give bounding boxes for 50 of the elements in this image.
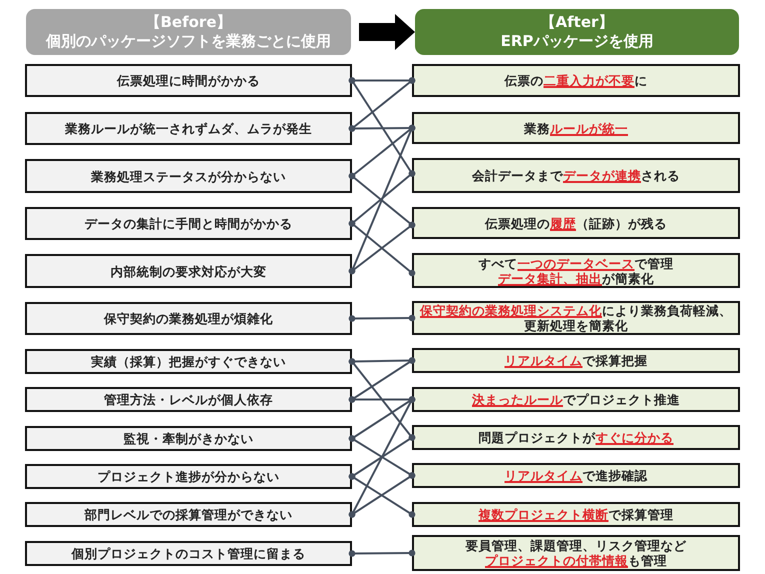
solution-text: 複数プロジェクト横断で採算管理 bbox=[478, 507, 674, 522]
problem-box bbox=[25, 112, 352, 145]
solution-box bbox=[412, 253, 740, 288]
problem-text: 監視・牽制がきかない bbox=[124, 431, 254, 446]
solution-box bbox=[412, 158, 740, 193]
problem-text: プロジェクト進捗が分からない bbox=[98, 469, 280, 484]
solution-box bbox=[412, 387, 740, 412]
solution-box bbox=[412, 207, 740, 239]
banner-subtitle: 個別のパッケージソフトを業務ごとに使用 bbox=[46, 32, 331, 51]
connector-line bbox=[348, 550, 416, 557]
problem-text: 業務処理ステータスが分からない bbox=[91, 168, 286, 184]
solution-box bbox=[412, 535, 740, 571]
problem-box bbox=[25, 207, 352, 240]
problem-box bbox=[25, 64, 352, 97]
solution-box bbox=[412, 425, 740, 450]
problem-box bbox=[25, 302, 352, 335]
header-banner bbox=[26, 9, 351, 55]
problem-box bbox=[25, 254, 352, 288]
connector-line bbox=[348, 77, 416, 132]
problem-text: 保守契約の業務処理が煩雑化 bbox=[104, 311, 273, 326]
solution-box bbox=[412, 502, 740, 527]
arrow bbox=[359, 14, 415, 50]
solution-box bbox=[412, 64, 740, 97]
problem-text: 業務ルールが統一されずムダ、ムラが発生 bbox=[65, 121, 312, 136]
problem-box bbox=[25, 541, 352, 566]
problem-text: 伝票処理に時間がかかる bbox=[117, 73, 260, 88]
connector-line bbox=[348, 357, 416, 403]
problem-text: データの集計に手間と時間がかかる bbox=[84, 216, 292, 231]
solution-box bbox=[412, 348, 740, 373]
banner-title: 【Before】 bbox=[145, 13, 232, 32]
problem-text: 実績（採算）把握がすぐできない bbox=[91, 354, 286, 369]
problem-box bbox=[25, 502, 352, 527]
solution-box bbox=[412, 112, 740, 144]
problem-box bbox=[25, 426, 352, 451]
problem-box bbox=[25, 387, 352, 412]
solution-text: すべて一つのデータベースで管理 bbox=[478, 256, 674, 270]
problem-text: 部門レベルでの採算管理ができない bbox=[84, 507, 292, 522]
problem-box bbox=[25, 349, 352, 374]
header-banner bbox=[415, 9, 739, 55]
problem-box bbox=[25, 159, 352, 193]
problem-text: 内部統制の要求対応が大変 bbox=[110, 264, 266, 278]
solution-box bbox=[412, 301, 740, 335]
banner-title: 【After】 bbox=[540, 13, 614, 32]
banner-subtitle: ERPパッケージを使用 bbox=[500, 32, 654, 51]
problem-box bbox=[25, 464, 352, 489]
connector-line bbox=[348, 77, 416, 177]
connector-line bbox=[348, 314, 416, 322]
solution-box bbox=[412, 463, 740, 488]
problem-text: 管理方法・レベルが個人依存 bbox=[104, 392, 273, 407]
problem-text: 個別プロジェクトのコスト管理に留まる bbox=[72, 546, 306, 561]
